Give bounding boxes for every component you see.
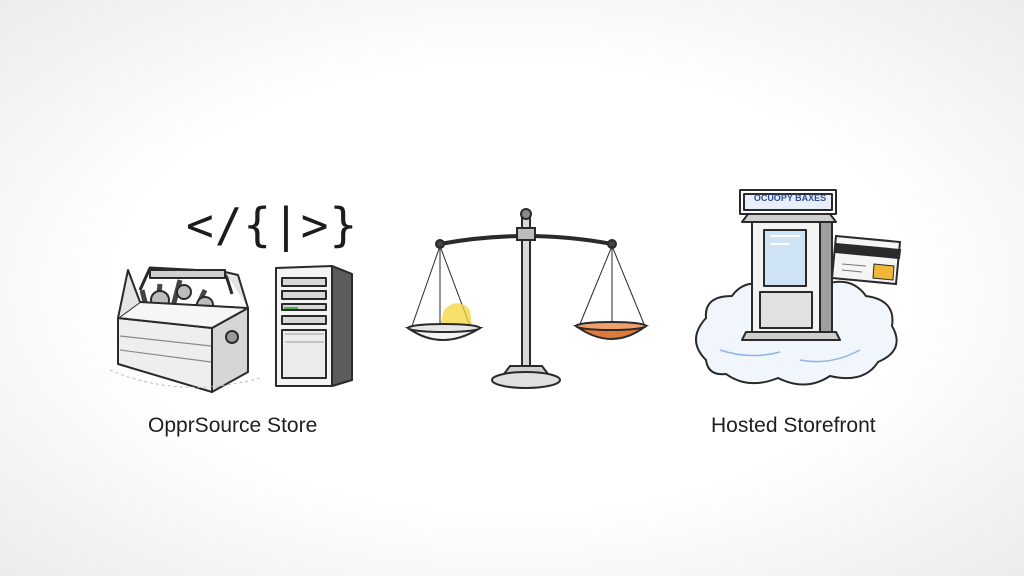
balance-scale-icon <box>404 208 649 389</box>
credit-card-icon <box>830 234 902 286</box>
storefront-kiosk-icon <box>739 189 841 341</box>
toolbox-icon <box>109 266 261 393</box>
kiosk-sign-text: OCUOPY BAXES <box>753 193 827 203</box>
code-brackets-icon: </{|>} <box>186 198 359 252</box>
open-source-store-label: OpprSource Store <box>148 414 318 437</box>
server-tower-icon <box>275 265 353 387</box>
hosted-storefront-label: Hosted Storefront <box>711 414 876 437</box>
